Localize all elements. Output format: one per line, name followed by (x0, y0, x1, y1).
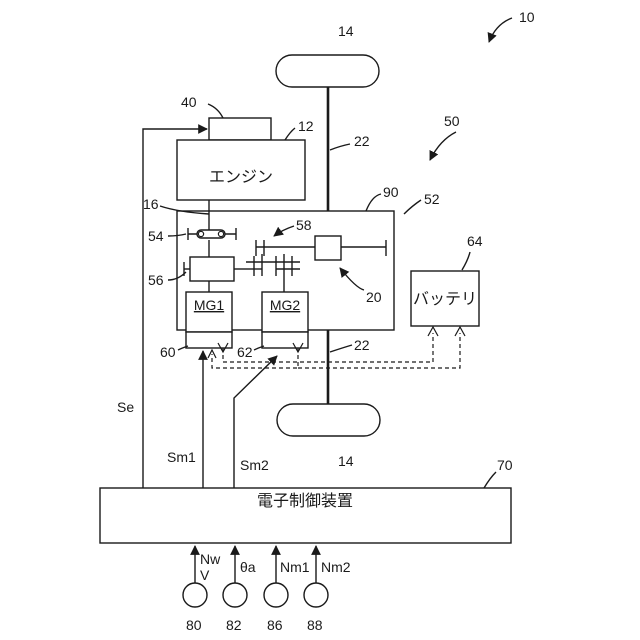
ref-power-transmission: 20 (366, 289, 382, 305)
ref-sensor-88: 88 (307, 617, 323, 633)
ref-system: 10 (519, 9, 535, 25)
inverter-60 (186, 332, 232, 348)
signal-theta: θa (240, 559, 256, 575)
wheel-bottom (277, 404, 380, 436)
ref-inverter-1: 60 (160, 344, 176, 360)
signal-nw: Nw (200, 551, 221, 567)
ref-engine: 12 (298, 118, 314, 134)
ref-sensor-80: 80 (186, 617, 202, 633)
sensor-86 (264, 583, 288, 607)
differential (315, 236, 341, 260)
ref-transmission: 52 (424, 191, 440, 207)
ref-axle-top: 22 (354, 133, 370, 149)
engine-label: エンジン (209, 169, 273, 186)
ecu-label: 電子制御装置 (257, 492, 353, 510)
sensor-80 (183, 583, 207, 607)
signal-v: V (200, 567, 210, 583)
damper (188, 228, 236, 240)
signal-nm2: Nm2 (321, 559, 351, 575)
ref-ecu: 70 (497, 457, 513, 473)
signal-sm2: Sm2 (240, 457, 269, 473)
ref-gear-58: 58 (296, 217, 312, 233)
mg1-label: MG1 (194, 297, 225, 313)
wheel-top (276, 55, 379, 87)
signal-se: Se (117, 399, 134, 415)
sensor-88 (304, 583, 328, 607)
ref-case: 90 (383, 184, 399, 200)
ref-planetary: 56 (148, 272, 164, 288)
ref-wheel-bottom: 14 (338, 453, 354, 469)
ref-wheel-top: 14 (338, 23, 354, 39)
ref-throttle: 40 (181, 94, 197, 110)
signal-nm1: Nm1 (280, 559, 310, 575)
signal-sm1: Sm1 (167, 449, 196, 465)
ref-sensor-82: 82 (226, 617, 242, 633)
ref-sensor-86: 86 (267, 617, 283, 633)
ref-damper: 54 (148, 228, 164, 244)
throttle-block (209, 118, 271, 140)
sensor-82 (223, 583, 247, 607)
battery-label: バッテリ (413, 291, 477, 308)
planetary-gear (184, 240, 246, 292)
ref-drive-system: 50 (444, 113, 460, 129)
ref-crankshaft: 16 (143, 196, 159, 212)
ref-axle-bottom: 22 (354, 337, 370, 353)
ref-inverter-2: 62 (237, 344, 253, 360)
mg2-label: MG2 (270, 297, 301, 313)
ref-battery: 64 (467, 233, 483, 249)
